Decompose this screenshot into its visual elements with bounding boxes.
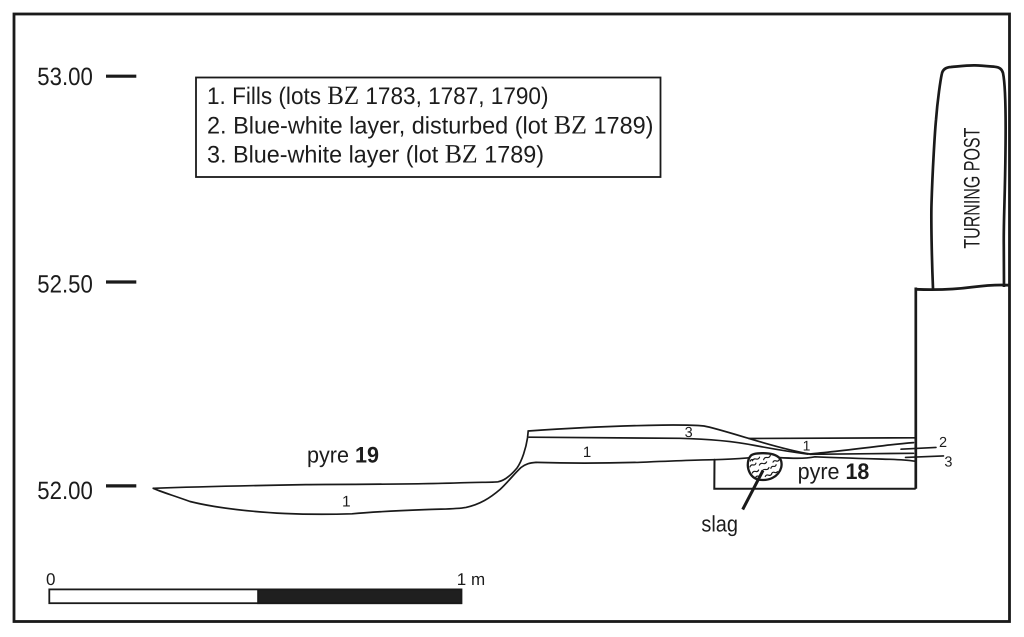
svg-text:2: 2 bbox=[939, 435, 947, 451]
svg-text:1: 1 bbox=[342, 494, 351, 511]
svg-text:1: 1 bbox=[803, 437, 811, 453]
svg-text:1 m: 1 m bbox=[457, 570, 485, 589]
svg-text:52.00: 52.00 bbox=[37, 477, 93, 505]
svg-text:TURNING POST: TURNING POST bbox=[960, 127, 985, 248]
svg-text:1. Fills (lots BZ 1783, 1787,: 1. Fills (lots BZ 1783, 1787, 1790) bbox=[207, 80, 549, 110]
svg-text:53.00: 53.00 bbox=[37, 63, 93, 91]
svg-text:52.50: 52.50 bbox=[37, 270, 93, 298]
svg-text:3. Blue-white layer (lot BZ 17: 3. Blue-white layer (lot BZ 1789) bbox=[207, 139, 544, 169]
svg-text:3: 3 bbox=[944, 455, 952, 471]
svg-text:1: 1 bbox=[583, 444, 591, 461]
svg-text:2. Blue-white layer, disturbed: 2. Blue-white layer, disturbed (lot BZ 1… bbox=[207, 109, 654, 139]
svg-text:pyre 19: pyre 19 bbox=[307, 443, 379, 468]
svg-text:pyre 18: pyre 18 bbox=[798, 459, 870, 484]
svg-text:3: 3 bbox=[685, 425, 693, 441]
svg-text:slag: slag bbox=[701, 512, 738, 537]
svg-text:0: 0 bbox=[46, 570, 55, 589]
